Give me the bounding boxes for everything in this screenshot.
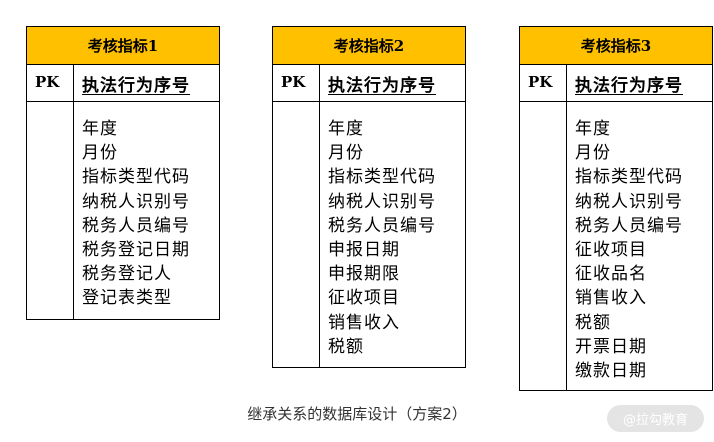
attribute-item: 月份 — [328, 143, 364, 164]
attribute-item: 指标类型代码 — [575, 167, 683, 188]
attribute-item: 纳税人识别号 — [82, 191, 190, 212]
attribute-item: 纳税人识别号 — [575, 191, 683, 212]
attribute-item: 申报日期 — [328, 240, 400, 261]
attribute-item: 销售收入 — [328, 312, 400, 333]
entity-title-2: 考核指标2 — [273, 27, 465, 65]
attribute-item: 月份 — [82, 143, 118, 164]
attribute-item: 税务登记人 — [82, 264, 172, 285]
attribute-item: 年度 — [575, 119, 611, 139]
pk-label-1: PK — [35, 73, 60, 91]
attribute-item: 开票日期 — [575, 336, 647, 357]
entity-box-3: 考核指标3 PK 执法行为序号 年度 月份 指标类型代码 纳税人识别号 税务人员… — [519, 26, 713, 391]
entity-box-1: 考核指标1 PK 执法行为序号 年度 月份 指标类型代码 纳税人识别号 税务人员… — [26, 26, 220, 320]
attribute-item: 征收品名 — [575, 264, 647, 285]
watermark-badge: @拉勾教育 — [607, 405, 704, 432]
attribute-item: 税额 — [575, 312, 611, 333]
pk-row-3: PK 执法行为序号 — [520, 65, 712, 102]
entity-box-2: 考核指标2 PK 执法行为序号 年度 月份 指标类型代码 纳税人识别号 税务人员… — [272, 26, 466, 368]
column-divider-1 — [73, 65, 74, 319]
attribute-list-1: 年度 月份 指标类型代码 纳税人识别号 税务人员编号 税务登记日期 税务登记人 … — [82, 117, 190, 311]
attribute-item: 税额 — [328, 336, 364, 357]
attribute-item: 申报期限 — [328, 264, 400, 285]
attribute-item: 年度 — [82, 119, 118, 139]
entity-title-1: 考核指标1 — [27, 27, 219, 65]
column-divider-3 — [566, 65, 567, 390]
pk-row-1: PK 执法行为序号 — [27, 65, 219, 102]
attribute-item: 指标类型代码 — [82, 167, 190, 188]
attribute-list-2: 年度 月份 指标类型代码 纳税人识别号 税务人员编号 申报日期 申报期限 征收项… — [328, 117, 436, 359]
pk-field-1: 执法行为序号 — [82, 76, 190, 96]
attribute-list-3: 年度 月份 指标类型代码 纳税人识别号 税务人员编号 征收项目 征收品名 销售收… — [575, 117, 683, 383]
attribute-item: 税务人员编号 — [575, 215, 683, 236]
attribute-item: 指标类型代码 — [328, 167, 436, 188]
entity-title-3: 考核指标3 — [520, 27, 712, 65]
attribute-item: 税务人员编号 — [328, 215, 436, 236]
pk-row-2: PK 执法行为序号 — [273, 65, 465, 102]
pk-label-3: PK — [528, 73, 553, 91]
attribute-item: 征收项目 — [328, 288, 400, 309]
attribute-item: 年度 — [328, 119, 364, 139]
column-divider-2 — [319, 65, 320, 367]
attribute-item: 缴款日期 — [575, 361, 647, 382]
pk-field-3: 执法行为序号 — [575, 76, 683, 96]
attribute-item: 月份 — [575, 143, 611, 164]
attribute-item: 登记表类型 — [82, 288, 172, 309]
attribute-item: 销售收入 — [575, 288, 647, 309]
pk-field-2: 执法行为序号 — [328, 76, 436, 96]
figure-caption: 继承关系的数据库设计（方案2） — [247, 405, 467, 423]
attribute-item: 税务登记日期 — [82, 240, 190, 261]
attribute-item: 税务人员编号 — [82, 215, 190, 236]
attribute-item: 征收项目 — [575, 240, 647, 261]
pk-label-2: PK — [281, 73, 306, 91]
attribute-item: 纳税人识别号 — [328, 191, 436, 212]
